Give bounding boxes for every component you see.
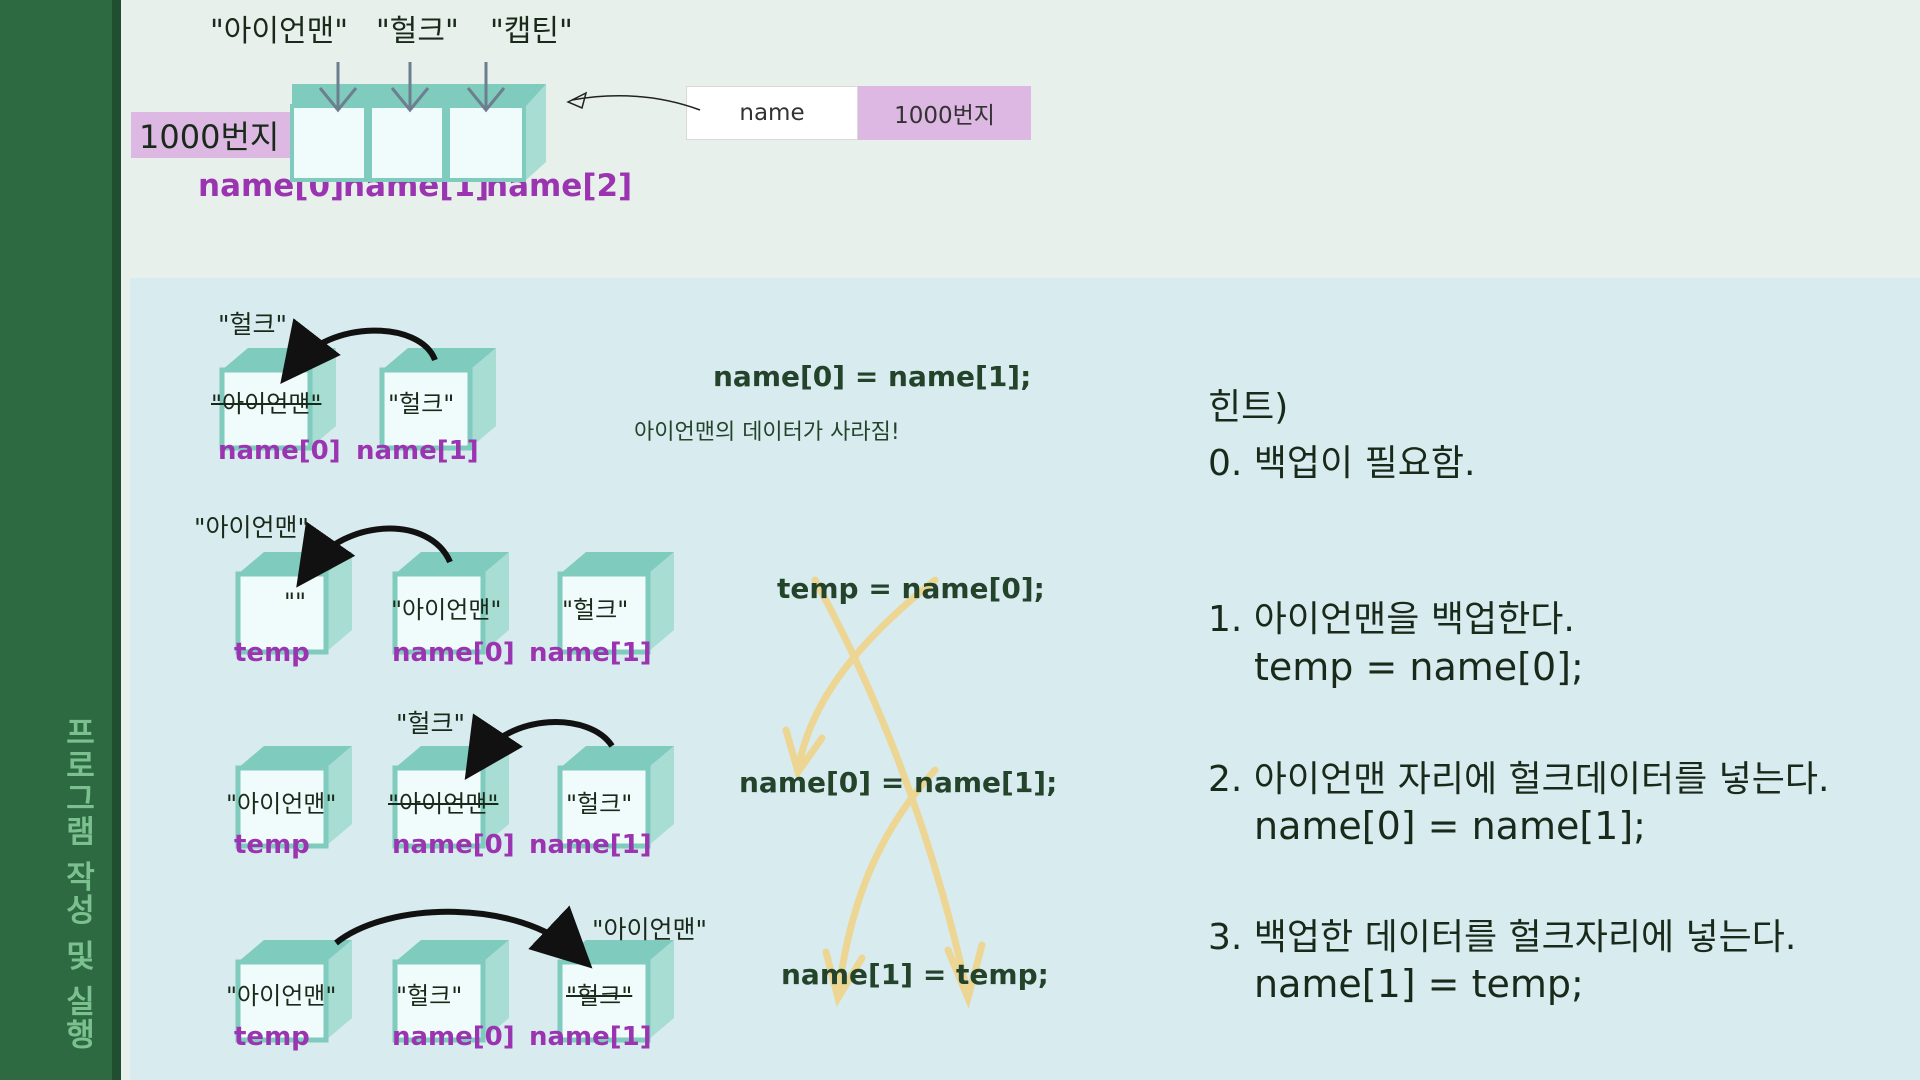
step1-label-2: name[1]: [529, 638, 652, 668]
step3-box-0: [235, 940, 352, 1043]
step3-label-2: name[1]: [529, 1022, 652, 1052]
hint-title: 힌트): [1208, 387, 1289, 428]
step3-label-0: temp: [234, 1022, 310, 1052]
address-label: 1000번지: [139, 118, 280, 156]
step3-code: name[1] = temp;: [781, 958, 1049, 991]
wrong-code: name[0] = name[1];: [713, 360, 1032, 393]
hint-item-1: 1. 아이언맨을 백업한다.: [1208, 599, 1575, 640]
step2-label-1: name[0]: [392, 830, 515, 860]
step1-code: temp = name[0];: [777, 572, 1045, 605]
step3-box-0-value: "아이언맨": [226, 982, 337, 1010]
step1-move-arrow: [296, 521, 453, 588]
swap-arrows: [782, 576, 986, 1009]
step2-label-0: temp: [234, 830, 310, 860]
hint-item-2: 2. 아이언맨 자리에 헐크데이터를 넣는다.: [1208, 759, 1830, 800]
top-array: [290, 84, 546, 182]
step2-box-2: [557, 746, 674, 849]
step1-box-1: [392, 552, 509, 655]
top-value-1: "헐크": [376, 14, 459, 49]
hint-item-3-code: name[1] = temp;: [1254, 962, 1584, 1006]
step3-label-1: name[0]: [392, 1022, 515, 1052]
step2-box-0-value: "아이언맨": [226, 790, 337, 818]
hint-item-2-code: name[0] = name[1];: [1254, 804, 1646, 848]
wrong-above-label: "헐크": [218, 310, 287, 339]
wrong-label-1: name[1]: [356, 436, 479, 466]
sidebar-title: 프로그램 작성 및 실행: [59, 716, 95, 1052]
step3-box-1-value: "헐크": [396, 982, 463, 1010]
step1-above-label: "아이언맨": [194, 513, 309, 542]
top-value-2: "캡틴": [490, 14, 573, 49]
wrong-note: 아이언맨의 데이터가 사라짐!: [634, 420, 900, 445]
step2-box-1-value: "아이언맨": [388, 790, 499, 818]
reference-arrow: [566, 91, 701, 111]
top-value-0: "아이언맨": [210, 14, 348, 49]
reference-address-cell: 1000번지: [858, 86, 1031, 140]
wrong-box-1-value: "헐크": [388, 390, 455, 418]
wrong-label-0: name[0]: [218, 436, 341, 466]
step1-box-2: [557, 552, 674, 655]
hint-item-0: 0. 백업이 필요함.: [1208, 443, 1476, 484]
step3-box-1: [392, 940, 509, 1043]
step3-box-2-value: "헐크": [566, 982, 633, 1010]
step2-box-2-value: "헐크": [566, 790, 633, 818]
sidebar-edge: [112, 0, 121, 1080]
hint-item-3: 3. 백업한 데이터를 헐크자리에 넣는다.: [1208, 917, 1797, 958]
step2-code: name[0] = name[1];: [739, 766, 1058, 799]
wrong-box-0-value: "아이언맨": [211, 390, 322, 418]
step1-label-1: name[0]: [392, 638, 515, 668]
step2-move-arrow: [464, 713, 615, 780]
step2-label-2: name[1]: [529, 830, 652, 860]
step3-move-arrow: [334, 905, 593, 969]
step3-above-label: "아이언맨": [592, 915, 707, 944]
reference-name-cell: name: [686, 86, 858, 140]
reference-table: name 1000번지: [686, 86, 1031, 140]
step1-box-1-value: "아이언맨": [391, 596, 502, 624]
top-down-arrows: [318, 62, 506, 113]
sidebar: [0, 0, 112, 1080]
step2-box-0: [235, 746, 352, 849]
step1-box-0-value: "": [284, 588, 307, 616]
step2-above-label: "헐크": [396, 709, 465, 738]
address-label-bg: [131, 112, 291, 158]
step1-box-2-value: "헐크": [562, 596, 629, 624]
wrong-box-1: [379, 348, 496, 451]
step1-label-0: temp: [234, 638, 310, 668]
hint-item-1-code: temp = name[0];: [1254, 645, 1584, 689]
wrong-move-arrow: [280, 318, 438, 384]
